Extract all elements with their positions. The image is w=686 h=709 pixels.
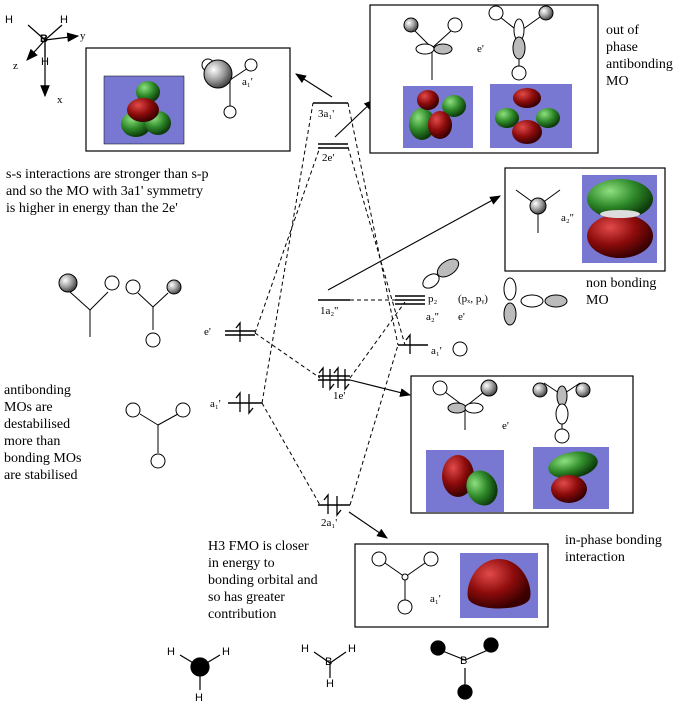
in-phase-note: in-phase bonding interaction	[565, 533, 662, 565]
box-2e	[369, 4, 599, 154]
electrons	[235, 321, 411, 517]
b-pz-label: p₂	[428, 293, 438, 305]
ch3-h3-label: H	[195, 692, 203, 704]
boron-p-orbitals	[422, 258, 568, 357]
ch3-h2-label: H	[222, 646, 230, 658]
coordinate-frame	[26, 24, 80, 98]
box-3a1	[85, 47, 291, 152]
b-pxpy-label: (pₓ, pᵧ)	[458, 293, 488, 305]
bh3-b-label: B	[325, 656, 333, 668]
bottom-molecules	[179, 637, 499, 700]
box-1e-label: e'	[502, 420, 509, 432]
h3-a1-label: a₁'	[210, 398, 221, 410]
ss-interaction-note: s-s interactions are stronger than s-p a…	[6, 167, 209, 216]
fmo-note: H3 FMO is closer in energy to bonding or…	[208, 539, 318, 622]
level-3a1-label: 3a₁'	[318, 108, 335, 120]
frame-h2-label: H	[60, 14, 68, 26]
b-a1-label: a₁'	[431, 345, 442, 357]
level-2a1-label: 2a₁'	[321, 517, 338, 529]
box-3a1-label: a₁'	[242, 76, 253, 88]
frag-b-label: B	[460, 655, 468, 667]
ch3-h1-label: H	[167, 646, 175, 658]
out-of-phase-note: out of phase antibonding MO	[606, 23, 673, 89]
box-2a1	[354, 543, 549, 628]
correlation-lines	[254, 102, 406, 506]
box-2a1-label: a₁'	[430, 593, 441, 605]
level-1e-label: 1e'	[333, 390, 346, 402]
box-1a2-label: a₂''	[561, 212, 574, 224]
box-arrows	[295, 73, 501, 539]
frame-b-label: B	[40, 33, 48, 45]
frame-y-label: y	[80, 30, 86, 42]
level-1a2-label: 1a₂''	[320, 305, 339, 317]
bh3-h2-label: H	[348, 643, 356, 655]
box-1e	[410, 375, 634, 514]
energy-levels	[225, 102, 428, 506]
bh3-h1-label: H	[301, 643, 309, 655]
frame-z-label: z	[13, 60, 18, 72]
b-e-label: e'	[458, 311, 465, 323]
h3-a1-fragment	[125, 402, 191, 469]
box-1a2	[504, 167, 666, 272]
non-bonding-note: non bonding MO	[586, 276, 657, 308]
antibonding-note: antibonding MOs are destabilised more th…	[4, 383, 82, 483]
frame-h1-label: H	[5, 14, 13, 26]
b-a2-label: a₂''	[426, 311, 439, 323]
frame-h3-label: H	[41, 56, 49, 68]
h3-e-label: e'	[204, 326, 211, 338]
bh3-h3-label: H	[326, 678, 334, 690]
h3-e-fragments	[58, 273, 182, 348]
box-2e-label: e'	[477, 43, 484, 55]
frame-x-label: x	[57, 94, 63, 106]
level-2e-label: 2e'	[322, 152, 335, 164]
